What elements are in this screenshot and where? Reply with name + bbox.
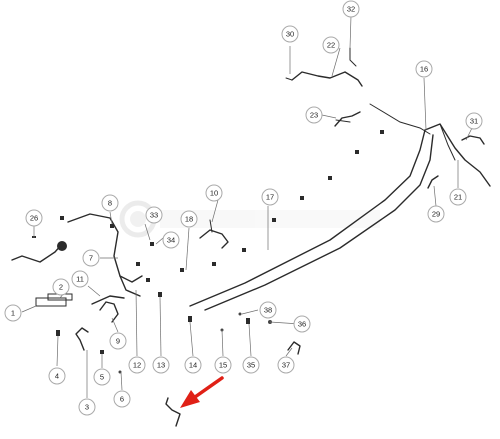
- callout-38[interactable]: 38: [259, 301, 277, 319]
- callout-14[interactable]: 14: [184, 356, 202, 374]
- callout-label: 14: [189, 361, 197, 370]
- callout-label: 6: [120, 395, 124, 404]
- callout-13[interactable]: 13: [152, 356, 170, 374]
- callout-label: 33: [150, 211, 158, 220]
- callout-30[interactable]: 30: [281, 25, 299, 43]
- callout-label: 16: [420, 65, 428, 74]
- callout-3[interactable]: 3: [78, 398, 96, 416]
- callout-11[interactable]: 11: [71, 270, 89, 288]
- callout-label: 5: [100, 373, 104, 382]
- callout-label: 21: [454, 193, 462, 202]
- callout-1[interactable]: 1: [4, 304, 22, 322]
- brake-line-assembly: [11, 47, 491, 427]
- callout-7[interactable]: 7: [82, 249, 100, 267]
- callout-label: 3: [85, 403, 89, 412]
- callout-label: 30: [286, 30, 294, 39]
- callout-17[interactable]: 17: [261, 188, 279, 206]
- callout-label: 32: [347, 5, 355, 14]
- callout-label: 22: [327, 41, 335, 50]
- callout-36[interactable]: 36: [293, 315, 311, 333]
- callout-label: 13: [157, 361, 165, 370]
- callout-23[interactable]: 23: [305, 106, 323, 124]
- callout-label: 26: [30, 214, 38, 223]
- callout-label: 18: [185, 215, 193, 224]
- callout-8[interactable]: 8: [101, 194, 119, 212]
- callout-label: 17: [266, 193, 274, 202]
- callout-label: 9: [116, 337, 120, 346]
- callout-22[interactable]: 22: [322, 36, 340, 54]
- callout-label: 7: [89, 254, 93, 263]
- callout-18[interactable]: 18: [180, 210, 198, 228]
- callout-6[interactable]: 6: [113, 390, 131, 408]
- callout-label: 4: [55, 372, 59, 381]
- callout-29[interactable]: 29: [427, 205, 445, 223]
- callout-label: 10: [210, 189, 218, 198]
- callout-label: 34: [167, 236, 175, 245]
- callout-12[interactable]: 12: [128, 356, 146, 374]
- callout-5[interactable]: 5: [93, 368, 111, 386]
- callout-label: 15: [219, 361, 227, 370]
- callout-label: 38: [264, 306, 272, 315]
- callout-21[interactable]: 21: [449, 188, 467, 206]
- callout-32[interactable]: 32: [342, 0, 360, 18]
- callout-26[interactable]: 26: [25, 209, 43, 227]
- callout-label: 29: [432, 210, 440, 219]
- callout-label: 11: [76, 275, 84, 284]
- callout-31[interactable]: 31: [465, 112, 483, 130]
- leader-lines: [21, 15, 473, 398]
- callout-label: 35: [247, 361, 255, 370]
- callout-label: 1: [11, 309, 15, 318]
- callout-label: 31: [470, 117, 478, 126]
- callout-15[interactable]: 15: [214, 356, 232, 374]
- callout-label: 37: [282, 361, 290, 370]
- callout-16[interactable]: 16: [415, 60, 433, 78]
- callout-33[interactable]: 33: [145, 206, 163, 224]
- callout-label: 2: [59, 283, 63, 292]
- callout-label: 36: [298, 320, 306, 329]
- callout-label: 23: [310, 111, 318, 120]
- callout-35[interactable]: 35: [242, 356, 260, 374]
- callout-37[interactable]: 37: [277, 356, 295, 374]
- callout-10[interactable]: 10: [205, 184, 223, 202]
- callout-4[interactable]: 4: [48, 367, 66, 385]
- highlight-arrow-icon: [180, 376, 224, 408]
- callout-34[interactable]: 34: [162, 231, 180, 249]
- callout-label: 12: [133, 361, 141, 370]
- callout-label: 8: [108, 199, 112, 208]
- callout-9[interactable]: 9: [109, 332, 127, 350]
- callout-2[interactable]: 2: [52, 278, 70, 296]
